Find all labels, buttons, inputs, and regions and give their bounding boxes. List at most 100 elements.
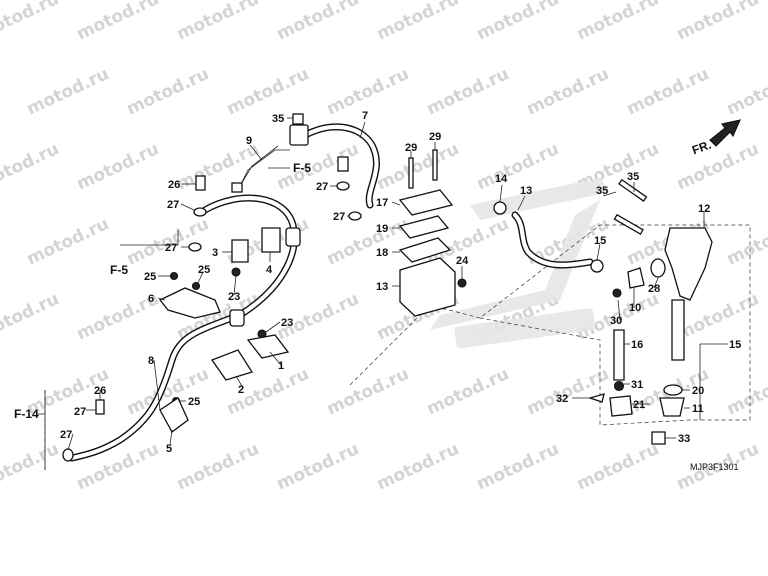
callout-27b: 27 (165, 242, 177, 254)
callout-28: 28 (648, 283, 660, 295)
watermark-text: motod.ru (74, 139, 162, 194)
watermark-text: motod.ru (374, 0, 462, 45)
watermark-text: motod.ru (0, 439, 62, 494)
part-28-o-ring (650, 258, 666, 278)
callout-27a: 27 (167, 199, 179, 211)
part-27-washer-b (188, 242, 202, 252)
part-29-screw-a (408, 157, 414, 189)
brake-hose-main (68, 194, 298, 462)
callout-35b: 35 (627, 171, 639, 183)
callouts: 35 7 9 26 27 27 27 27 3 4 23 25 25 6 23 … (60, 110, 741, 455)
part-10-joint (627, 267, 645, 289)
callout-12: 12 (698, 203, 710, 215)
part-23-nut-a (231, 267, 241, 277)
watermark-text: motod.ru (0, 289, 62, 344)
watermark-text: motod.ru (0, 139, 62, 194)
part-27-washer-d (348, 211, 362, 221)
part-21-circlip (663, 384, 683, 396)
front-direction-arrow (709, 119, 741, 147)
part-12-master-cylinder (664, 227, 713, 301)
watermark-text: motod.ru (724, 364, 768, 419)
watermark-text: motod.ru (474, 139, 562, 194)
callout-20: 19 (376, 223, 388, 235)
callout-16: 15 (729, 339, 741, 351)
callout-9: 9 (246, 135, 252, 147)
part-4-clamp (261, 227, 281, 253)
part-24-bolt (457, 278, 467, 288)
callout-35a: 35 (596, 185, 608, 197)
callout-2: 2 (238, 384, 244, 396)
leader-lines (67, 117, 728, 451)
part-bolt-upper (337, 156, 349, 172)
callout-10: 10 (629, 302, 641, 314)
part-grommet-a (285, 227, 301, 247)
callout-31: 31 (631, 379, 643, 391)
watermark-text: motod.ru (424, 364, 512, 419)
part-25-bolt-b (191, 281, 201, 291)
watermark-text: motod.ru (74, 439, 162, 494)
callout-25a: 25 (144, 271, 156, 283)
callout-18: 17 (376, 197, 388, 209)
callout-15b: 15 (594, 235, 606, 247)
callout-3: 3 (212, 247, 218, 259)
watermark-text: motod.ru (574, 0, 662, 45)
watermark-text: motod.ru (74, 0, 162, 45)
part-grommet-b (229, 309, 245, 327)
watermark-text: motod.ru (274, 0, 362, 45)
part-34-oil-bolt (292, 113, 304, 125)
callout-1: 1 (278, 360, 284, 372)
part-26-bolt-a (195, 175, 206, 191)
callout-32: 32 (556, 393, 568, 405)
drawing-code: MJP3F1301 (690, 462, 739, 472)
watermark-text: motod.ru (174, 439, 262, 494)
watermark-text: motod.ru (524, 364, 612, 419)
watermark-text: motod.ru (574, 439, 662, 494)
callout-23a: 23 (228, 291, 240, 303)
ref-f5-upper: F-5 (293, 161, 311, 175)
ref-f5-left: F-5 (110, 263, 128, 277)
reservoir-hose (511, 211, 594, 269)
callout-27c: 27 (316, 181, 328, 193)
callout-34: 35 (272, 113, 284, 125)
callout-21: 20 (692, 385, 704, 397)
part-32-pin (587, 393, 605, 403)
callout-13: 13 (376, 281, 388, 293)
watermark-text: motod.ru (174, 0, 262, 45)
part-19-diaphragm (398, 237, 452, 263)
part-3-clamp (231, 239, 249, 263)
callout-26a: 26 (168, 179, 180, 191)
callout-33: 33 (678, 433, 690, 445)
watermark-text: motod.ru (374, 139, 462, 194)
part-11-boot (659, 397, 685, 417)
callout-15a: 14 (495, 173, 508, 185)
part-25-bolt-a (169, 271, 179, 281)
callout-8: 8 (148, 355, 154, 367)
watermark-text: motod.ru (0, 0, 62, 45)
watermark-text: motod.ru (674, 139, 762, 194)
part-17-push-rod (613, 329, 625, 381)
watermark-text: motod.ru (124, 64, 212, 119)
part-2-clamp (210, 349, 254, 381)
brake-hose-upper (296, 123, 380, 209)
part-31-nut (613, 380, 625, 392)
watermark-text: motod.ru (324, 364, 412, 419)
watermark-text: motod.ru (524, 64, 612, 119)
part-9-pipe-joint (231, 182, 243, 193)
callout-7: 7 (362, 110, 368, 122)
callout-22: 21 (633, 399, 645, 411)
watermark-text: motod.ru (474, 0, 562, 45)
callout-27d: 27 (333, 211, 345, 223)
part-29-screw-b (432, 149, 438, 181)
part-33-cotter (651, 431, 666, 445)
part-27-washer-a (193, 207, 207, 217)
part-35-bolt-b (613, 213, 644, 235)
callout-6: 6 (148, 293, 154, 305)
callout-25c: 25 (188, 396, 200, 408)
part-5-hose-guide (159, 397, 189, 433)
watermark-text: motod.ru (424, 64, 512, 119)
watermark-text: motod.ru (174, 139, 262, 194)
callout-14: 13 (520, 185, 532, 197)
part-13-reservoir (399, 257, 456, 317)
watermark-text: motod.ru (474, 439, 562, 494)
